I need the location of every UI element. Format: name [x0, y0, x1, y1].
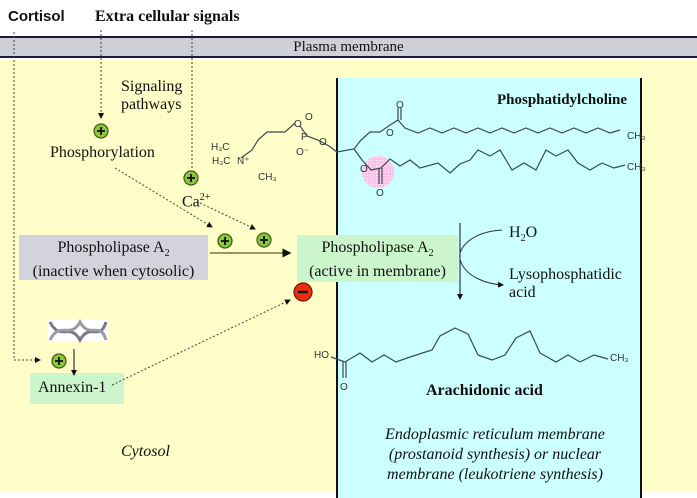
pla2-active-text: Phospholipase A — [321, 239, 429, 256]
dna-helix-icon — [48, 318, 108, 344]
chem-o: O — [319, 137, 327, 148]
signaling-line1: Signaling — [121, 78, 183, 95]
calcium-charge: 2+ — [199, 192, 211, 203]
pla2-inactive-box: Phospholipase A2 (inactive when cytosoli… — [19, 235, 208, 280]
hydrolysis-curve-arrow — [459, 229, 504, 288]
chem-o: O — [376, 188, 384, 199]
chem-ominus: O⁻ — [296, 147, 309, 158]
chem-ch3: CH₃ — [610, 353, 629, 364]
arachidonic-acid-label: Arachidonic acid — [426, 382, 543, 399]
phosphatidylcholine-structure — [240, 108, 626, 188]
phosphorylation-label: Phosphorylation — [50, 144, 155, 161]
chem-o: O — [396, 100, 404, 111]
extracellular-signals-label: Extra cellular signals — [95, 8, 240, 25]
pla2-inactive-state: (inactive when cytosolic) — [32, 263, 195, 281]
phosphatidylcholine-atoms: H₃C H₃C N⁺ CH₃ O O P O⁻ O O O CH₃ O O CH… — [211, 100, 646, 199]
er-membrane-region — [336, 78, 642, 498]
pla2-inactive-name: Phospholipase A2 — [19, 239, 208, 263]
plus-circle-icon — [183, 170, 199, 186]
minus-circle-icon — [293, 282, 313, 302]
chem-o: O — [305, 112, 313, 123]
chem-o: O — [340, 382, 348, 393]
er-location-label: Endoplasmic reticulum membrane (prostano… — [360, 425, 630, 485]
pla2-inactive-sub: 2 — [164, 248, 170, 260]
lyso-line2: acid — [509, 284, 536, 301]
arachidonic-acid-atoms: HO O CH₃ — [314, 350, 629, 393]
lysophosphatidic-acid-label: Lysophosphatidic acid — [509, 266, 622, 302]
plasma-membrane — [0, 36, 697, 58]
chem-nplus: N⁺ — [237, 156, 250, 167]
plus-circle-icon — [93, 123, 109, 139]
plus-circle-icon — [51, 353, 67, 369]
chem-p: P — [301, 132, 308, 143]
chem-h3c: H₃C — [211, 142, 230, 153]
cortisol-signal-line — [13, 32, 41, 363]
chem-o: O — [294, 119, 302, 130]
phosphorylation-activation-line — [114, 167, 213, 228]
water-o: O — [525, 224, 538, 241]
phosphatidylcholine-label: Phosphatidylcholine — [497, 92, 628, 108]
chem-ch3: CH₃ — [627, 131, 646, 142]
chem-ch3: CH₃ — [627, 162, 646, 173]
chem-o: O — [386, 128, 394, 139]
annexin-box: Annexin-1 — [30, 373, 124, 404]
signaling-line2: pathways — [121, 96, 182, 113]
chem-ch3: CH₃ — [258, 172, 277, 183]
arachidonic-acid-structure — [330, 327, 609, 378]
pla2-active-sub: 2 — [428, 248, 434, 260]
location-line3: membrane (leukotriene synthesis) — [387, 466, 603, 483]
water-h: H — [509, 224, 521, 241]
pla2-active-box: Phospholipase A2 (active in membrane) — [297, 235, 458, 282]
plus-circle-icon — [217, 233, 233, 249]
location-line1: Endoplasmic reticulum membrane — [385, 426, 605, 443]
plus-circle-icon — [256, 232, 272, 248]
annexin-label: Annexin-1 — [38, 379, 107, 396]
calcium-symbol: Ca — [182, 193, 200, 211]
annexin-inhibition-line — [111, 299, 291, 386]
calcium-label: Ca2+ — [182, 189, 210, 211]
pla2-active-state: (active in membrane) — [309, 263, 446, 281]
chem-ho: HO — [314, 350, 329, 361]
chem-o: O — [360, 164, 368, 175]
cortisol-label: Cortisol — [8, 8, 65, 25]
cytosol-label: Cytosol — [121, 443, 170, 460]
lyso-line1: Lysophosphatidic — [509, 266, 622, 283]
water-label: H2O — [509, 224, 537, 248]
signaling-pathways-label: Signaling pathways — [121, 78, 182, 114]
pla2-inactive-text: Phospholipase A — [57, 239, 165, 256]
pla2-active-name: Phospholipase A2 — [297, 239, 458, 263]
plasma-membrane-label: Plasma membrane — [293, 39, 404, 55]
chem-h3c: H₃C — [212, 156, 231, 167]
location-line2: (prostanoid synthesis) or nuclear — [388, 446, 602, 463]
water-sub: 2 — [520, 233, 526, 245]
